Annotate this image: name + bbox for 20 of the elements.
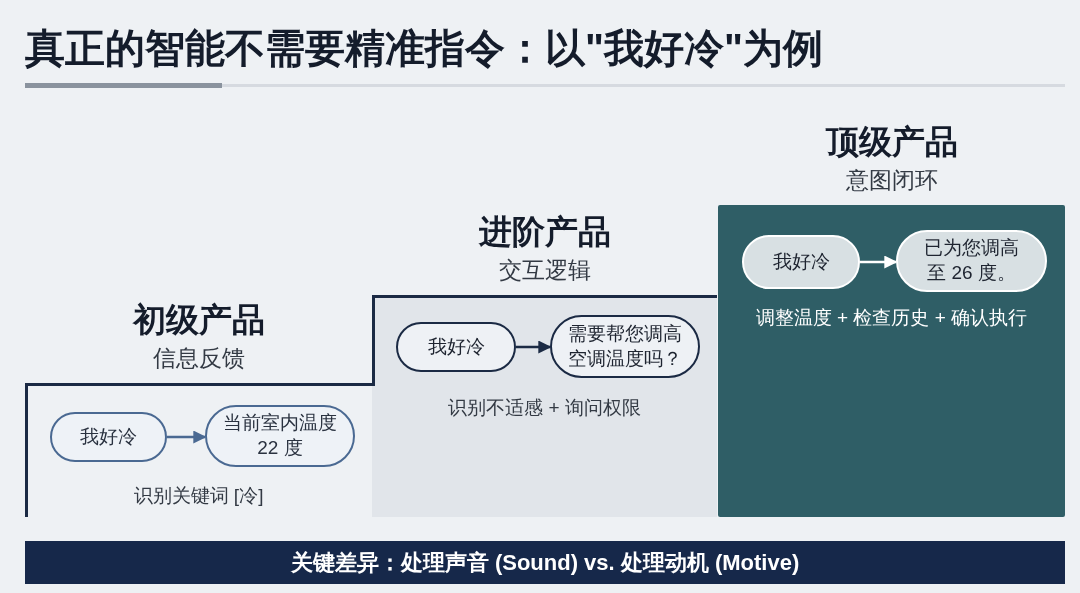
message-pill: 当前室内温度22 度 [205,405,355,467]
step-subtitle: 意图闭环 [845,166,938,195]
title: 真正的智能不需要精准指令：以"我好冷"为例 [25,25,823,72]
arrow [860,255,898,269]
step-title: 进阶产品 [478,212,611,252]
step-title: 顶级产品 [825,122,958,162]
step-caption: 调整温度 + 检查历史 + 确认执行 [755,306,1028,330]
step-subtitle: 交互逻辑 [498,256,591,285]
message-pill: 需要帮您调高空调温度吗？ [550,315,700,378]
message-pill: 我好冷 [396,322,516,372]
step-subtitle: 信息反馈 [152,344,245,373]
message-pill: 我好冷 [50,412,167,462]
summary-banner: 关键差异：处理声音 (Sound) vs. 处理动机 (Motive) [25,541,1065,584]
message-pill: 我好冷 [742,235,860,289]
step-title: 初级产品 [132,300,265,340]
arrow [167,430,207,444]
message-pill: 已为您调高至 26 度。 [896,230,1047,292]
step-caption: 识别关键词 [冷] [133,484,264,508]
step-caption: 识别不适感 + 询问权限 [448,396,641,420]
arrow [516,340,552,354]
